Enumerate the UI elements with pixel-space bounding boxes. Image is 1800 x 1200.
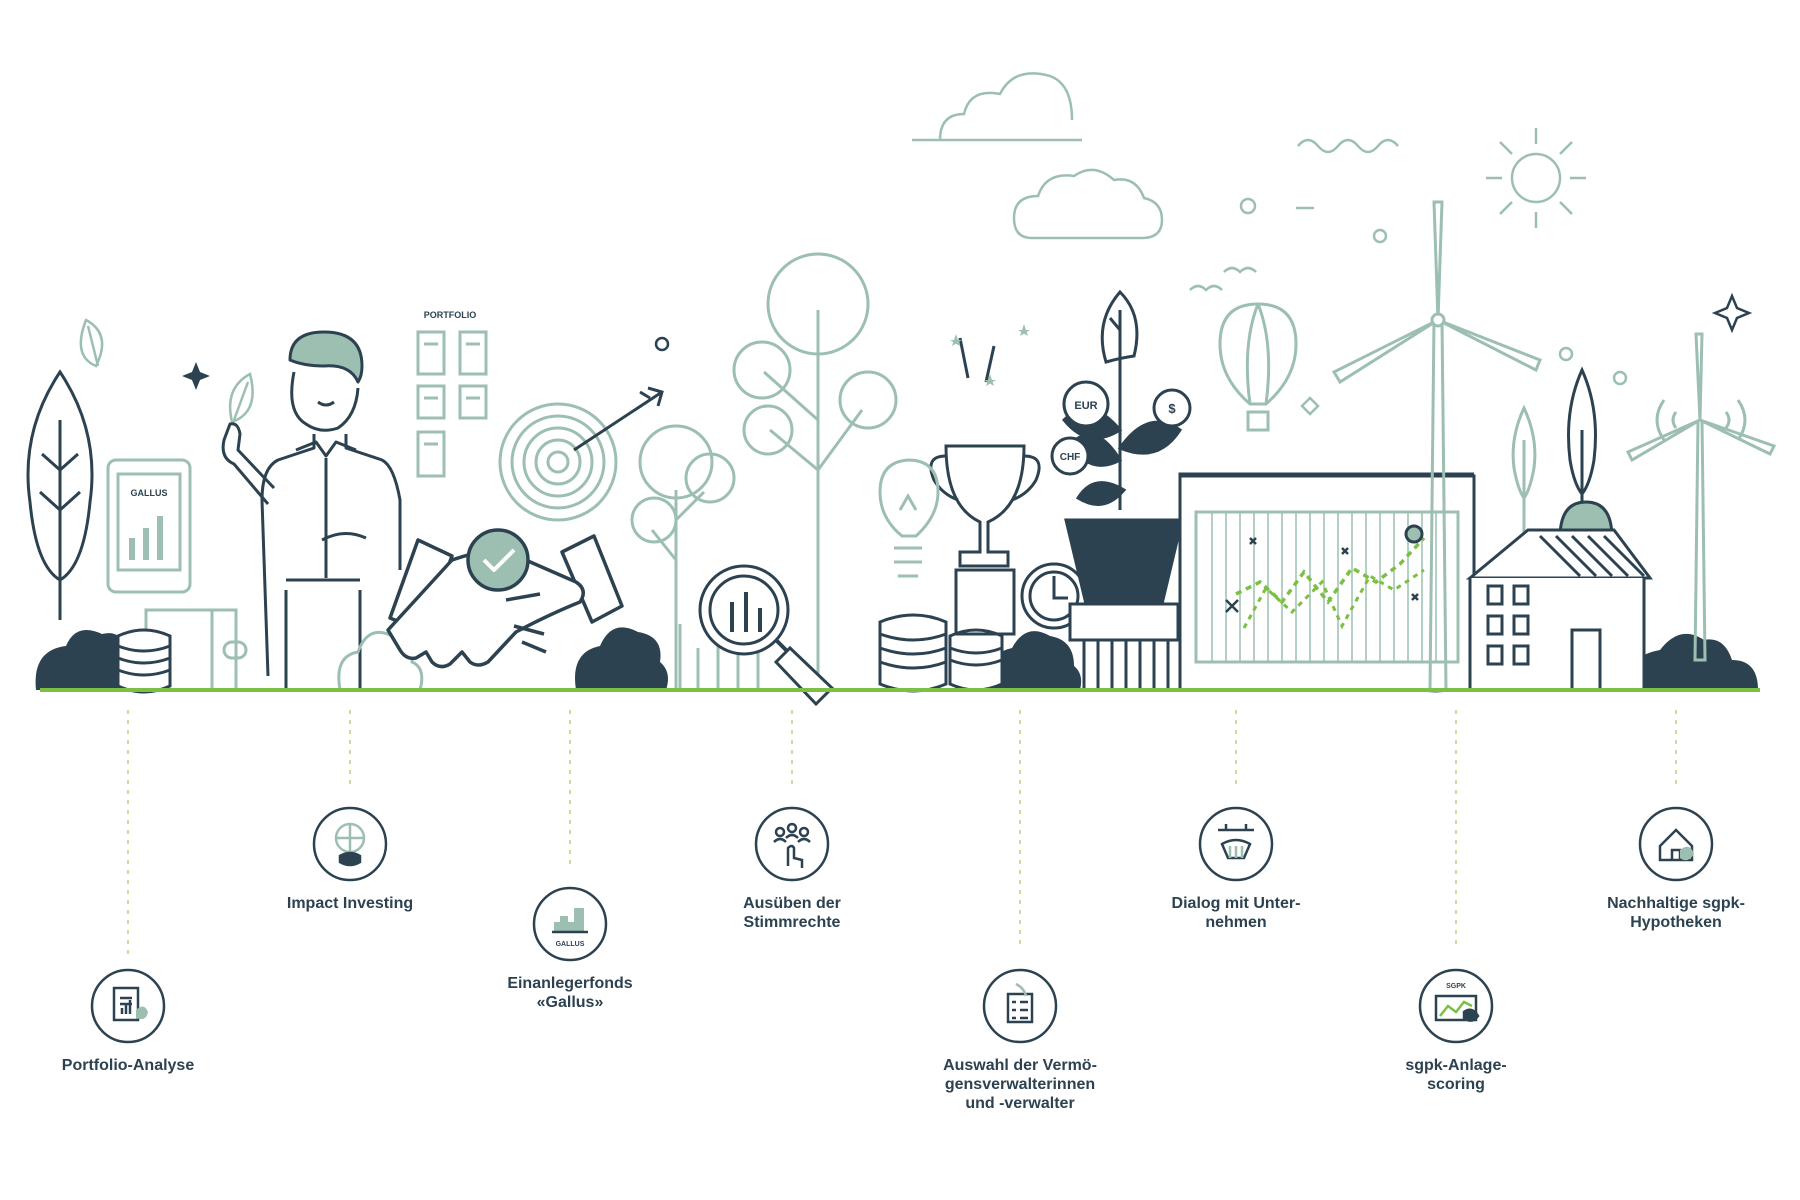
milestone-label-scoring: sgpk-Anlage- scoring xyxy=(1405,1057,1507,1093)
handshake-coin-icon[interactable] xyxy=(1198,806,1274,882)
milestone-icons: GALLUS SGPK xyxy=(90,806,1714,1044)
bush-icon xyxy=(35,627,1758,690)
portfolio-board-label: PORTFOLIO xyxy=(424,310,477,320)
tablet-label: GALLUS xyxy=(131,488,168,498)
bird-icon xyxy=(1189,266,1257,292)
clipboard-chart-icon[interactable] xyxy=(90,968,166,1044)
businessperson-figure xyxy=(221,330,402,690)
tree-outline-icon xyxy=(630,252,898,690)
timeline-connectors xyxy=(127,710,1677,954)
wave-icon xyxy=(1297,138,1399,154)
checklist-hand-icon[interactable] xyxy=(982,968,1058,1044)
leaf-icon xyxy=(228,372,254,424)
globe-plant-icon[interactable] xyxy=(312,806,388,882)
chart-screen xyxy=(1178,472,1476,692)
eur-coin-label: EUR xyxy=(1074,400,1097,412)
dollar-coin-label: $ xyxy=(1168,401,1176,416)
magnifier-chart xyxy=(678,564,835,707)
milestone-label-auswahl: Auswahl der Vermö- gensverwalterinnen un… xyxy=(943,1057,1097,1112)
house-leaf-icon[interactable] xyxy=(1638,806,1714,882)
chf-coin-label: CHF xyxy=(1060,452,1081,463)
sgpk-icon-label: SGPK xyxy=(1446,983,1466,990)
dot-icon xyxy=(654,336,670,352)
leaf-icon xyxy=(79,318,104,368)
sky-decor xyxy=(654,72,1628,386)
tree-icon xyxy=(26,369,94,620)
milestone-label-impact-investing: Impact Investing xyxy=(286,895,414,912)
dot-icon xyxy=(1239,197,1257,215)
sparkle-icon xyxy=(182,292,1753,416)
gallus-icon-label: GALLUS xyxy=(556,941,585,948)
scoring-monitor-icon[interactable]: SGPK xyxy=(1418,968,1494,1044)
dot-icon xyxy=(1372,228,1388,244)
milestone-label-stimmrechte: Ausüben der Stimmrechte xyxy=(743,895,841,931)
dot-icon xyxy=(1612,370,1628,386)
sun-icon xyxy=(1486,128,1586,228)
cloud-icon xyxy=(912,72,1082,142)
target-icon xyxy=(498,386,664,522)
tablet-chart: GALLUS xyxy=(106,458,192,594)
trophy-icon xyxy=(929,324,1041,636)
vote-hand-icon[interactable] xyxy=(754,806,830,882)
house-icon xyxy=(1465,528,1653,692)
cloud-icon xyxy=(1012,168,1164,240)
handshake-icon xyxy=(386,528,624,669)
milestone-label-portfolio-analyse: Portfolio-Analyse xyxy=(61,1057,195,1074)
cypress-tree-dark-icon xyxy=(1558,366,1614,540)
coin-plant: EUR $ CHF xyxy=(1050,289,1192,690)
dot-icon xyxy=(1558,346,1574,362)
milestone-label-hypotheken: Nachhaltige sgpk- Hypotheken xyxy=(1607,895,1745,931)
gallus-building-icon[interactable]: GALLUS xyxy=(532,886,608,962)
portfolio-board: PORTFOLIO xyxy=(416,310,488,478)
lightbulb-icon xyxy=(878,458,940,578)
milestone-label-einanlegerfonds: Einanlegerfonds «Gallus» xyxy=(507,975,633,1011)
milestone-label-dialog: Dialog mit Unter- nehmen xyxy=(1171,895,1301,931)
hot-air-balloon-icon xyxy=(1218,302,1298,432)
